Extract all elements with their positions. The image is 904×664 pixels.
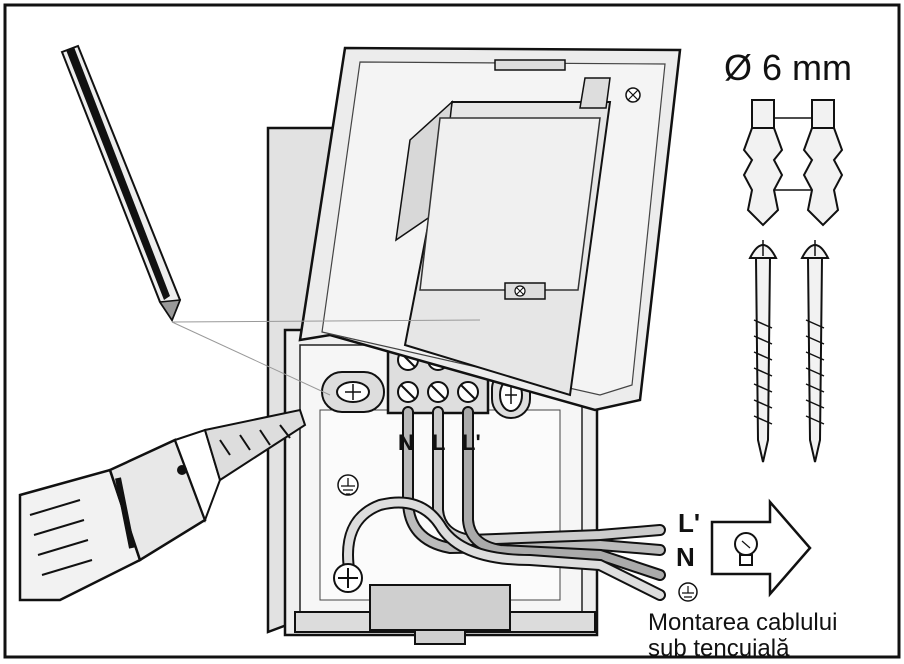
earth-ground-icon [337,474,359,496]
terminal-label-l: L [432,430,445,455]
caption-line-1: Montarea cablului [648,609,837,636]
cable-label-l-prime: L' [678,508,700,538]
terminal-label-n: N [398,430,414,455]
caption-line-2: sub tencuială [648,635,790,662]
earth-terminal [333,563,363,593]
terminal-label-l-prime: L' [462,430,481,455]
screw-icon [748,240,830,463]
cable-earth-icon [678,582,698,602]
wall-plug-icon [742,99,844,227]
wiring [342,406,666,601]
arrow-right-icon [710,498,812,598]
mounting-hole-left [321,371,385,413]
housing-cover [298,46,682,412]
guide-lines [171,319,481,396]
diameter-label: Ø 6 mm [724,47,852,88]
pencil-icon [60,44,182,323]
cable-label-n: N [676,542,695,572]
lightbulb-icon [734,532,758,566]
drill-icon [18,408,307,602]
